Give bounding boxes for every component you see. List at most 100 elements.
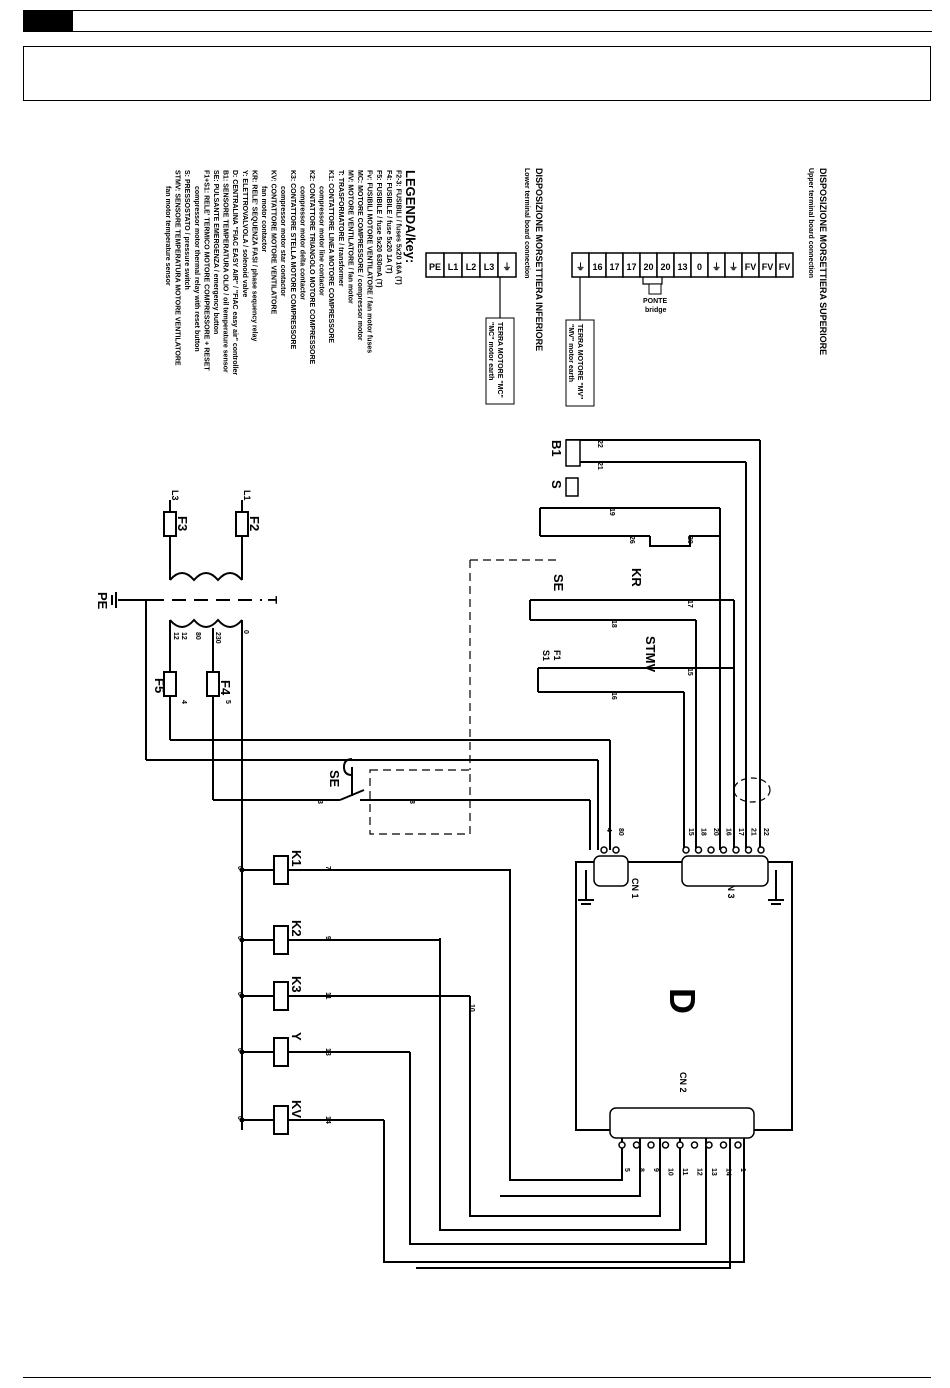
cn2-pin-label: 12 <box>696 1168 703 1176</box>
upper-terminal <box>775 252 794 278</box>
coil-label: K2 <box>289 920 304 937</box>
power-section: L1 L3 F2 F3 T PE F4 F5 0 230 80 12 <box>95 490 610 1130</box>
controller-d: D CN 1 CN 3 CN 2 <box>575 855 793 1139</box>
wire-number: 26 <box>628 536 635 544</box>
cn2-pin-label: 9 <box>652 1168 659 1172</box>
legend-item: F5: FUSIBILE / fuse 5x20 630mA (T) <box>375 170 382 288</box>
upper-earth-note-en: "MV" motor earth <box>567 324 574 382</box>
line-l1-label: L1 <box>242 490 252 501</box>
wire-number: 20 <box>686 536 693 544</box>
b1-label: B1 <box>549 440 564 457</box>
coil-wire-number: 11 <box>324 992 331 1000</box>
title-box <box>23 46 931 101</box>
legend-item-en: compressor motor star contactor <box>279 186 286 297</box>
lower-terminal-label: L2 <box>466 262 477 272</box>
transformer-secondary <box>169 618 243 628</box>
wire-number: 12 <box>180 632 187 640</box>
se-left-label: SE <box>327 770 342 788</box>
header-rule-lower <box>73 31 932 32</box>
wire-number: 17 <box>686 600 693 608</box>
lower-board-title: DISPOSIZIONE MORSETTIERA INFERIORE <box>534 168 544 351</box>
cn2-pin <box>705 1141 713 1149</box>
wire-number: 18 <box>610 620 617 628</box>
cn1-connector <box>593 855 629 887</box>
cn3-label: CN 3 <box>726 878 736 899</box>
f1-label: F1 <box>552 650 562 661</box>
cn2-pin <box>719 1141 728 1149</box>
cn2-pin <box>661 1141 670 1149</box>
fuse-f2-label: F2 <box>247 516 262 531</box>
coil-wire-number: 7 <box>324 866 331 870</box>
page-tab-marker <box>23 10 73 32</box>
cn2-pin-label: 8 <box>638 1168 645 1172</box>
coil-wire-number: 13 <box>324 1048 331 1056</box>
lower-earth-note: TERRA MOTORE "MC" <box>496 322 503 398</box>
upper-board-title: DISPOSIZIONE MORSETTIERA SUPERIORE <box>818 168 828 355</box>
legend-item-en: fan motor temperature sensor <box>164 186 171 286</box>
zero-label: 0 <box>236 936 243 940</box>
lower-terminal <box>497 252 517 278</box>
header-rule <box>73 10 932 11</box>
legend: LEGENDA/key: F2-3: FUSIBILI / fuses 5x20… <box>164 170 418 375</box>
legend-item-en: fan motor contactor <box>260 186 267 252</box>
legend-item-en: compressor motor line contactor <box>318 186 325 296</box>
legend-item: SE: PULSANTE EMERGENZA / emergency butto… <box>212 170 219 334</box>
kr-label: KR <box>629 568 644 587</box>
lower-terminal-label: PE <box>429 262 441 272</box>
coil <box>273 981 289 1011</box>
cn1-pin <box>612 846 620 854</box>
upper-terminal-label: 16 <box>592 262 602 272</box>
stmv-label: STMV <box>643 636 658 672</box>
legend-item: MC: MOTORE COMPRESSORE / compressor moto… <box>356 170 363 341</box>
upper-terminal-board: DISPOSIZIONE MORSETTIERA SUPERIORE Upper… <box>565 168 828 407</box>
upper-terminal-label: 20 <box>660 262 670 272</box>
upper-terminal-label: 17 <box>609 262 619 272</box>
lower-terminal-label: L1 <box>448 262 459 272</box>
tap-80-label: 80 <box>194 632 201 640</box>
cn2-returns <box>383 869 745 1269</box>
legend-item: STMV: SENSORE TEMPERATURA MOTORE VENTILA… <box>174 170 181 366</box>
wire-number: 4 <box>180 700 187 704</box>
legend-item: K2: CONTATTORE TRIANGOLO MOTORE COMPRESS… <box>308 170 315 365</box>
upper-earth-note: TERRA MOTORE "MV" <box>576 324 583 399</box>
tap-12-label: 12 <box>172 632 179 640</box>
legend-item: F1+S1: RELE' TERMICO MOTORE COMPRESSORE … <box>202 170 209 371</box>
zero-label: 0 <box>236 992 243 996</box>
bridge-link <box>642 277 663 285</box>
cn2-connector <box>609 1107 755 1139</box>
pe-label: PE <box>95 592 110 610</box>
coil-label: K3 <box>289 976 304 993</box>
cn3-pin-label: 21 <box>750 828 757 836</box>
legend-item: KR: RELE' SEQUENZA FASI / phase sequency… <box>250 170 257 342</box>
cn3-pin <box>707 846 715 854</box>
upper-terminal-label: 17 <box>626 262 636 272</box>
line-l3-label: L3 <box>170 490 180 501</box>
lower-terminal-label: ⏚ <box>502 262 511 272</box>
coil-label: K1 <box>289 850 304 867</box>
cn3-pin-label: 16 <box>725 828 732 836</box>
cn2-pin <box>734 1141 742 1149</box>
tap-230-label: 230 <box>214 632 221 644</box>
coil-label: Y <box>289 1032 304 1041</box>
coil-wire-number: 14 <box>324 1116 331 1124</box>
cn2-label: CN 2 <box>678 1072 688 1093</box>
upper-terminal-label: 20 <box>643 262 653 272</box>
cn1-pin <box>600 846 608 854</box>
upper-terminal-label: FV <box>779 262 791 272</box>
coil <box>273 925 289 955</box>
fuse-f3 <box>163 511 177 537</box>
cn3-pin <box>719 846 728 854</box>
bridge-label-en: bridge <box>645 307 666 314</box>
cn3-pin-label: 17 <box>737 828 744 836</box>
sensor-branches: B1 S SE KR STMV F1 S1 <box>529 439 771 850</box>
wire-number: 21 <box>596 462 603 470</box>
wire-number: 16 <box>610 692 617 700</box>
cn3-pin <box>757 846 765 854</box>
upper-terminal-label: 0 <box>697 262 702 272</box>
fuse-f5-label: F5 <box>152 678 167 693</box>
fuse-f3-label: F3 <box>175 516 190 531</box>
lower-earth-note-en: "MC" motor earth <box>487 322 494 380</box>
cn1-pin-label: 80 <box>617 828 624 836</box>
